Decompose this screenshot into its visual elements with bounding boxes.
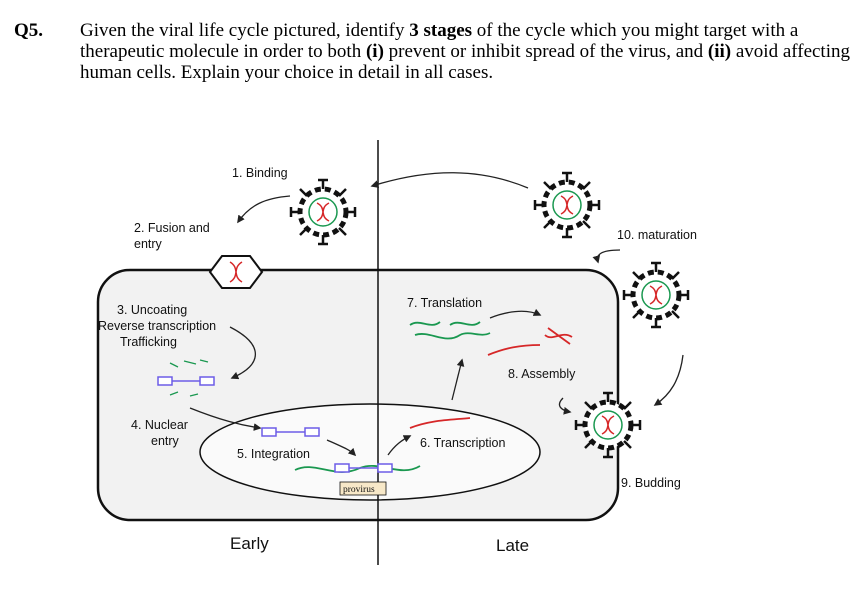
label-uncoating-2: Reverse transcription	[98, 319, 216, 333]
label-uncoating-1: 3. Uncoating	[117, 303, 187, 317]
label-nuclear-2: entry	[151, 434, 180, 448]
question-bold-ii: (ii)	[707, 41, 732, 62]
label-translation: 7. Translation	[407, 296, 482, 310]
question-text: Given the viral life cycle pictured, ide…	[80, 20, 850, 83]
question-part-3: prevent or inhibit spread of the virus, …	[383, 41, 708, 62]
question-part-4: avoid affecting human cells. Explain you…	[80, 41, 850, 83]
question-bold-stages: 3 stages	[409, 20, 473, 41]
question-part-1: Given the viral life cycle pictured, ide…	[80, 20, 410, 41]
label-fusion-2: entry	[134, 237, 163, 251]
label-provirus: provirus	[343, 485, 375, 495]
nuclear-box-1	[261, 427, 277, 437]
cdna-box-1	[157, 376, 173, 386]
virion-mature	[624, 263, 688, 327]
label-late: Late	[496, 536, 529, 555]
label-maturation: 10. maturation	[617, 228, 697, 242]
virion-binding	[291, 180, 355, 244]
label-assembly: 8. Assembly	[508, 367, 576, 381]
label-uncoating-3: Trafficking	[120, 335, 177, 349]
provirus-box-2	[377, 463, 393, 473]
virion-budding	[576, 393, 640, 457]
provirus-label-box	[339, 481, 387, 496]
label-binding: 1. Binding	[232, 166, 288, 180]
question-part-2: of the cycle which you might target with…	[80, 20, 799, 62]
question-bold-i: (i)	[365, 41, 384, 62]
nucleus	[199, 403, 541, 501]
label-nuclear-1: 4. Nuclear	[131, 418, 188, 432]
capsid-fusion	[208, 255, 264, 289]
label-integration: 5. Integration	[237, 447, 310, 461]
nuclear-box-2	[304, 427, 320, 437]
provirus-box-1	[334, 463, 350, 473]
label-early: Early	[230, 534, 269, 553]
virion-released	[535, 173, 599, 237]
cdna-box-2	[199, 376, 215, 386]
label-fusion-1: 2. Fusion and	[134, 221, 210, 235]
question-number: Q5.	[14, 20, 44, 41]
label-transcription: 6. Transcription	[420, 436, 506, 450]
label-budding: 9. Budding	[621, 476, 681, 490]
